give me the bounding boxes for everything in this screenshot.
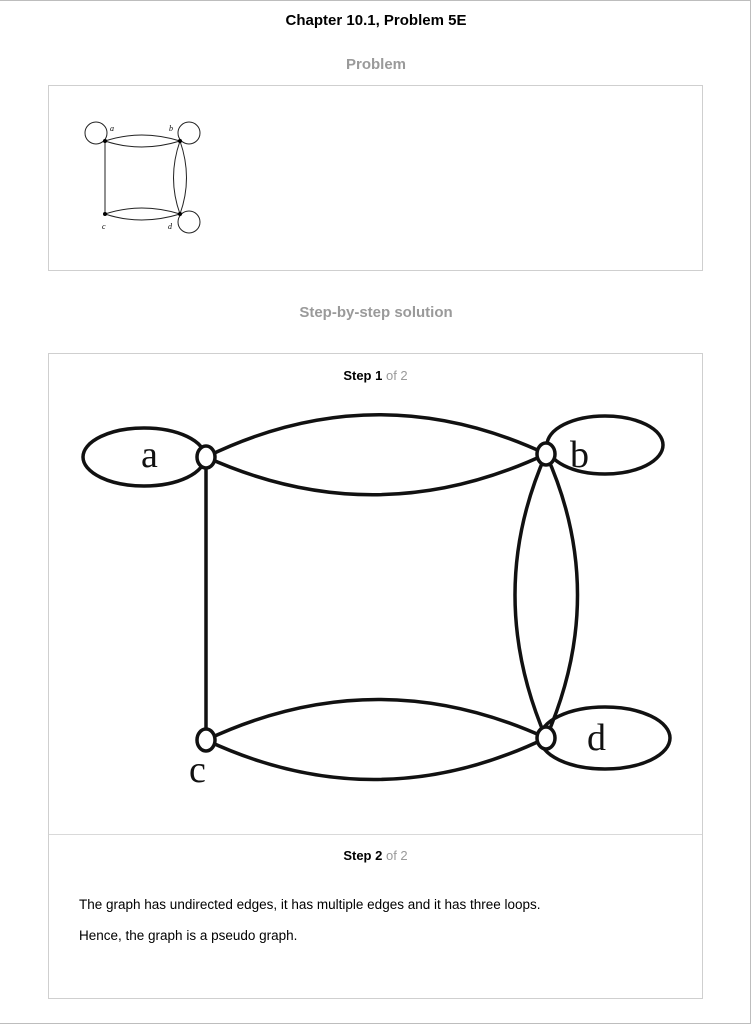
problem-vertex-c: [103, 212, 107, 216]
step-2-of: of 2: [385, 848, 408, 863]
problem-graph: a b c d: [84, 121, 201, 234]
problem-edge-ab-1: [104, 134, 181, 142]
solution-box: Step 1 of 2 a b: [48, 353, 703, 999]
problem-edge-ab-2: [104, 140, 181, 148]
step-2-label: Step 2 of 2: [49, 848, 702, 863]
solution-vertex-a: [195, 444, 217, 470]
step-2-word: Step 2: [343, 848, 383, 863]
solution-edge-ab-2: [205, 452, 547, 497]
problem-edge-cd-1: [104, 207, 181, 215]
problem-edge-bd-1: [173, 140, 181, 215]
problem-edge-bd-2: [179, 140, 187, 215]
step-1-label: Step 1 of 2: [49, 368, 702, 383]
solution-vertex-b: [535, 441, 557, 467]
problem-label-d: d: [168, 222, 173, 231]
problem-label-b: b: [169, 124, 173, 133]
solution-heading: Step-by-step solution: [299, 304, 453, 321]
solution-vertex-c: [195, 727, 217, 753]
solution-edge-bd-2: [544, 453, 580, 739]
solution-label-a: a: [141, 434, 158, 476]
solution-edge-cd-2: [205, 736, 547, 782]
step-1-of: of 2: [385, 368, 408, 383]
solution-label-d: d: [587, 717, 606, 759]
solution-vertex-d: [535, 725, 557, 751]
problem-box: a b c d: [48, 85, 703, 271]
problem-label-a: a: [110, 124, 114, 133]
page-title: Chapter 10.1, Problem 5E: [285, 12, 467, 29]
problem-heading: Problem: [345, 56, 406, 73]
step-2-text-line-2: Hence, the graph is a pseudo graph.: [79, 928, 298, 943]
solution-edge-cd-1: [205, 697, 547, 742]
solution-label-c: c: [189, 749, 206, 791]
solution-edge-bd-1: [513, 453, 548, 739]
step-2-text-line-1: The graph has undirected edges, it has m…: [79, 897, 541, 912]
problem-vertex-b: [178, 139, 182, 143]
problem-label-c: c: [102, 222, 106, 231]
solution-loop-b: [545, 414, 665, 476]
solution-graph: a b c d: [81, 413, 672, 791]
solution-label-b: b: [570, 434, 589, 476]
problem-loop-b: [177, 121, 201, 145]
problem-edge-cd-2: [104, 213, 181, 221]
problem-loop-a: [84, 121, 108, 145]
solution-edge-ab-1: [205, 413, 547, 459]
problem-vertex-d: [178, 212, 182, 216]
problem-vertex-a: [103, 139, 107, 143]
step-divider: [49, 834, 702, 835]
problem-loop-d: [177, 210, 201, 234]
step-1-word: Step 1: [343, 368, 383, 383]
